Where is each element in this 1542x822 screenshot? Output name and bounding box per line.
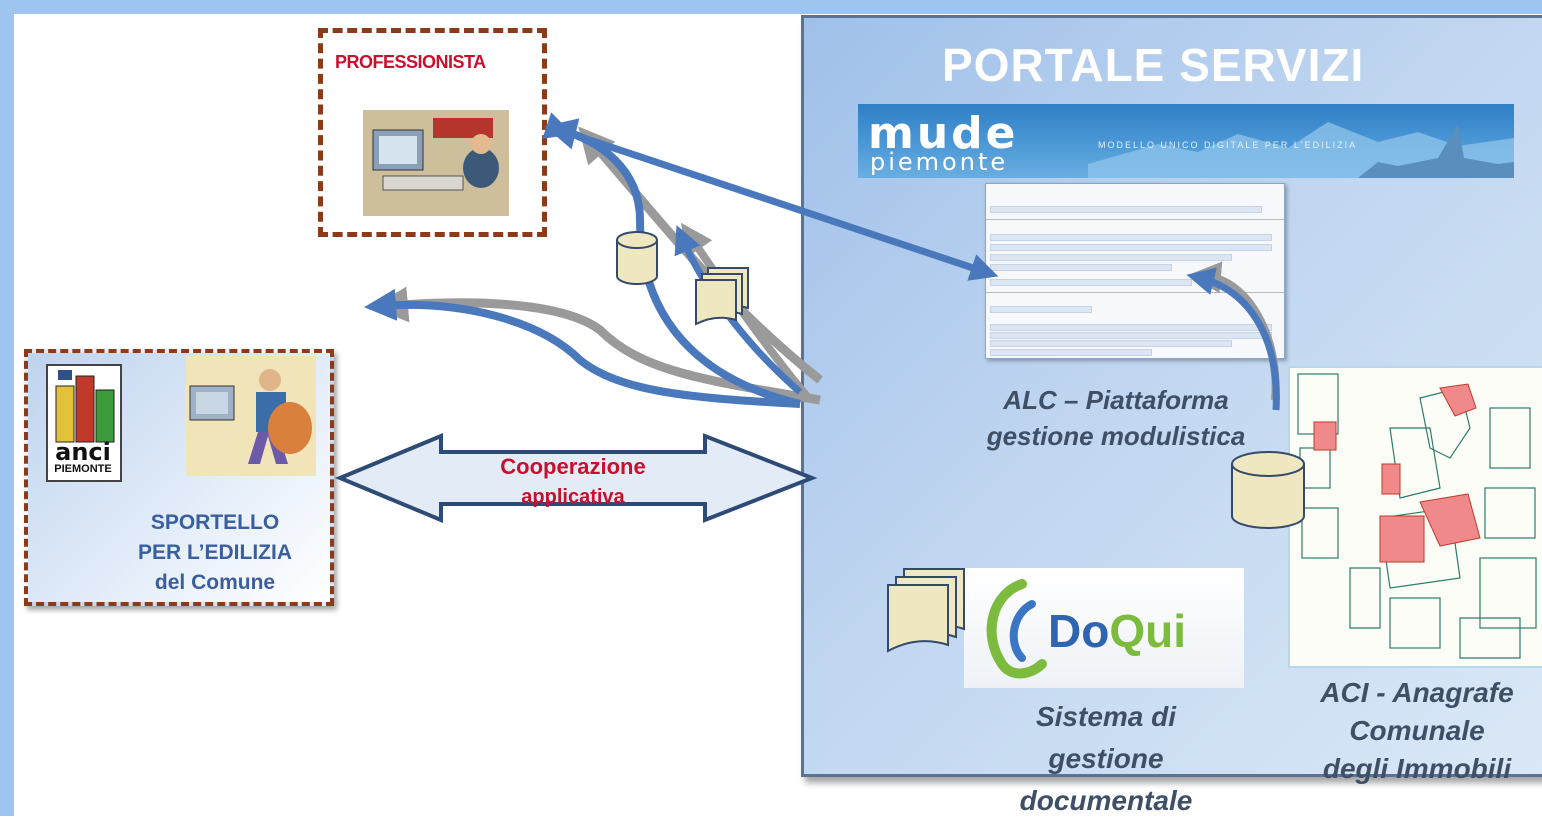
database-icon-alc xyxy=(1231,451,1305,529)
cooperazione-double-arrow xyxy=(334,433,818,523)
clerk-at-computer-drawing xyxy=(186,356,316,476)
doqui-caption-line2: gestione xyxy=(1048,743,1164,774)
doqui-logo-main: Do xyxy=(1048,605,1110,657)
database-icon xyxy=(616,231,658,285)
doqui-caption-line1: Sistema di xyxy=(1035,701,1177,732)
doqui-logo-panel xyxy=(964,568,1244,688)
alc-caption: ALC – Piattaforma gestione modulistica xyxy=(946,382,1286,454)
aci-caption-line3: degli Immobili xyxy=(1322,753,1512,784)
document-stack-small-icon xyxy=(695,267,749,326)
doqui-swirl-icon xyxy=(986,579,1047,679)
cooperazione-label: Cooperazione applicativa xyxy=(441,452,705,512)
doqui-logo-accent: Qui xyxy=(1109,605,1186,657)
portal-title: PORTALE SERVIZI xyxy=(942,39,1365,91)
cadastral-map-image xyxy=(1288,366,1542,668)
alc-caption-line2: gestione modulistica xyxy=(986,421,1246,451)
mountain-skyline-icon xyxy=(1088,122,1514,178)
anci-piemonte-logo xyxy=(46,364,122,482)
anci-logo-text: anci xyxy=(55,438,111,466)
sportello-caption-line2: PER L’EDILIZIA xyxy=(137,541,292,564)
professional-at-desk-image xyxy=(363,110,509,216)
doqui-caption: Sistema di gestione documentale xyxy=(986,696,1226,822)
anci-castle-icon xyxy=(48,366,120,446)
gray-arrow-sportello xyxy=(372,286,821,405)
clerk-at-computer-image xyxy=(186,356,316,476)
sportello-caption-line3: del Comune xyxy=(154,571,276,594)
doqui-caption-line3: documentale xyxy=(1019,785,1193,816)
blue-arrow-map xyxy=(1186,267,1280,411)
mude-tagline: MODELLO UNICO DIGITALE PER L'EDILIZIA xyxy=(1098,140,1358,150)
anci-logo-subtext: PIEMONTE xyxy=(54,463,112,475)
alc-form-screenshot xyxy=(985,183,1285,359)
document-stack-icon xyxy=(887,568,965,653)
professional-at-desk-drawing xyxy=(363,110,509,216)
cooperazione-line2: applicativa xyxy=(521,486,625,508)
aci-caption-line2: Comunale xyxy=(1349,715,1485,746)
blue-arrow-form xyxy=(542,112,999,281)
sportello-caption-line1: SPORTELLO xyxy=(150,511,280,534)
cadastral-map-drawing xyxy=(1297,373,1537,659)
aci-caption: ACI - Anagrafe Comunale degli Immobili xyxy=(1292,674,1542,788)
cooperazione-line1: Cooperazione xyxy=(500,454,646,479)
sportello-caption: SPORTELLO PER L’EDILIZIA del Comune xyxy=(100,508,330,598)
professionista-label: PROFESSIONISTA xyxy=(335,52,486,72)
alc-caption-line1: ALC – Piattaforma xyxy=(1003,385,1229,415)
aci-caption-line1: ACI - Anagrafe xyxy=(1320,677,1514,708)
doqui-logo-text: DoQui xyxy=(1048,604,1186,658)
blue-arrow-sportello xyxy=(364,288,801,408)
